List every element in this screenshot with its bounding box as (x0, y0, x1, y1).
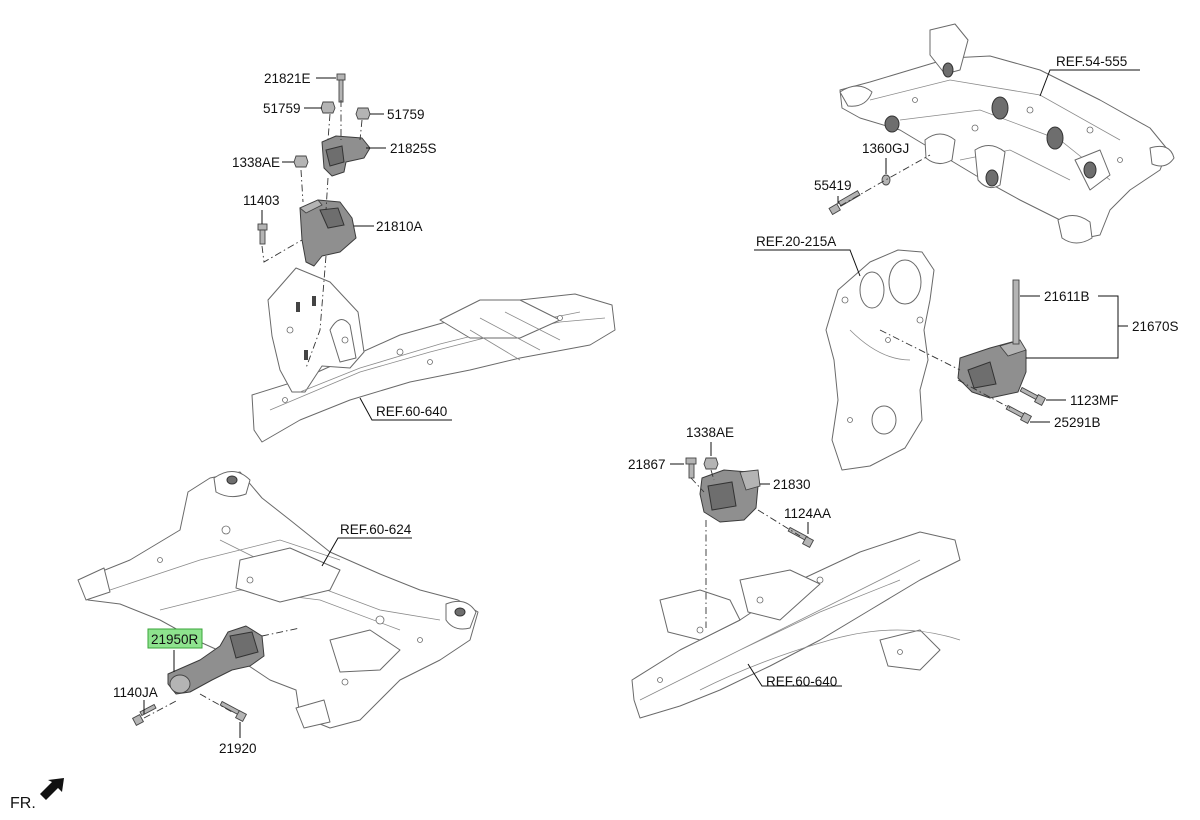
ref-54-555: REF.54-555 (1056, 54, 1127, 69)
bolt-55419-icon (828, 190, 861, 216)
bolt-21867-icon (685, 457, 697, 479)
callout-labels: 21821E 51759 51759 21825S 1338AE 11403 2… (113, 54, 1179, 756)
highlight-21950R (147, 628, 203, 649)
callout-21920: 21920 (219, 741, 257, 756)
callout-21950R[interactable]: 21950R (151, 632, 199, 647)
callout-1140JA: 1140JA (113, 685, 158, 700)
orientation-marker: FR. (10, 778, 64, 812)
leader-lines (143, 69, 1140, 738)
mount-bracket-21825S (321, 135, 371, 177)
nut-51759-right-icon (355, 107, 371, 120)
callout-55419: 55419 (814, 178, 852, 193)
callout-21810A: 21810A (376, 219, 423, 234)
bolt-21920-icon (219, 700, 248, 723)
bolt-21821E-icon (336, 73, 346, 103)
nut-1338AE-top-icon (293, 155, 309, 168)
callout-21821E: 21821E (264, 71, 311, 86)
callout-51759-right: 51759 (387, 107, 425, 122)
front-side-member-top (251, 267, 616, 443)
bolt-25291B-icon (1005, 404, 1033, 425)
callout-1360GJ: 1360GJ (862, 141, 909, 156)
callout-21670S: 21670S (1132, 319, 1179, 334)
nut-51759-left-icon (320, 101, 336, 114)
roll-rod-21950R (167, 625, 265, 695)
ref-60-640-top: REF.60-640 (376, 404, 447, 419)
callout-1124AA: 1124AA (784, 506, 831, 521)
ref-60-624: REF.60-624 (340, 522, 412, 537)
bolt-1124AA-icon (787, 526, 815, 549)
callout-51759-left: 51759 (263, 101, 301, 116)
callout-21611B: 21611B (1044, 289, 1090, 304)
callout-1338AE-top: 1338AE (232, 155, 280, 170)
bolt-1123MF-icon (1019, 386, 1047, 407)
washer-1360GJ-icon (881, 174, 891, 186)
front-side-member-bottom (631, 531, 961, 719)
callout-1338AE-mid: 1338AE (686, 425, 734, 440)
callout-21825S: 21825S (390, 141, 437, 156)
ref-60-640-bottom: REF.60-640 (766, 674, 837, 689)
nut-1338AE-mid-icon (703, 457, 719, 470)
callout-21867: 21867 (628, 457, 666, 472)
timing-cover (825, 249, 935, 471)
front-direction-label: FR. (10, 795, 36, 812)
callout-21830: 21830 (773, 477, 811, 492)
bolt-11403-icon (257, 223, 268, 245)
callout-1123MF: 1123MF (1070, 393, 1119, 408)
engine-mount-bracket-21810A (299, 199, 357, 267)
mount-bracket-21670S (957, 339, 1027, 399)
front-direction-arrow-icon (40, 778, 64, 800)
transmission-mount-21830 (699, 469, 761, 523)
ref-20-215A: REF.20-215A (756, 234, 836, 249)
stud-21611B-icon (1012, 279, 1020, 345)
rear-subframe (839, 23, 1175, 244)
callout-25291B: 25291B (1054, 415, 1101, 430)
callout-11403: 11403 (243, 193, 280, 208)
front-subframe (77, 471, 479, 729)
